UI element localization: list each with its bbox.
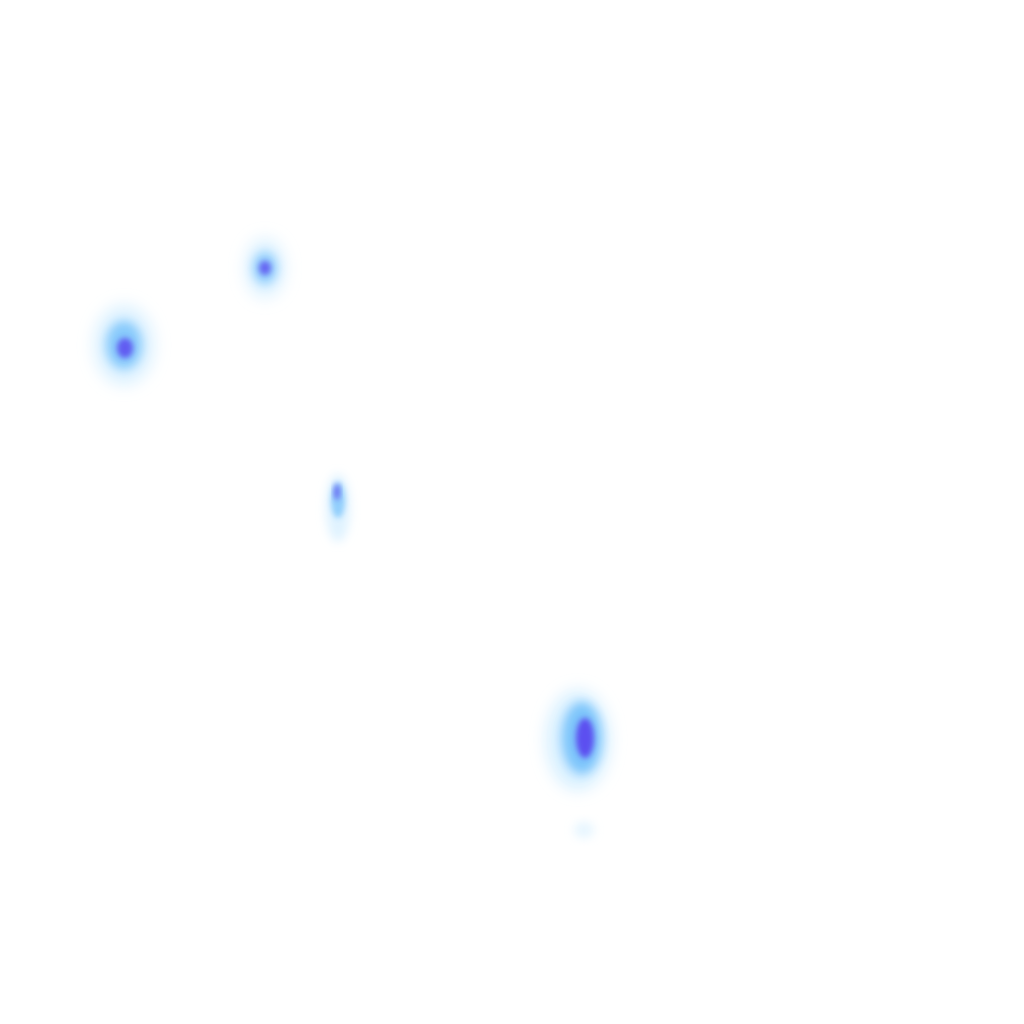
heat-blob: [334, 484, 340, 500]
heat-blob: [576, 718, 594, 758]
heat-hotspot-lower-right-tail: [574, 822, 594, 838]
heat-blob: [117, 338, 133, 358]
heat-hotspot-upper-left: [94, 305, 154, 385]
heat-hotspot-center: [326, 474, 350, 542]
heat-hotspot-upper-center: [245, 238, 285, 298]
heat-blob: [574, 822, 594, 838]
heat-blob: [259, 261, 271, 275]
heat-hotspot-lower-right: [546, 690, 610, 790]
